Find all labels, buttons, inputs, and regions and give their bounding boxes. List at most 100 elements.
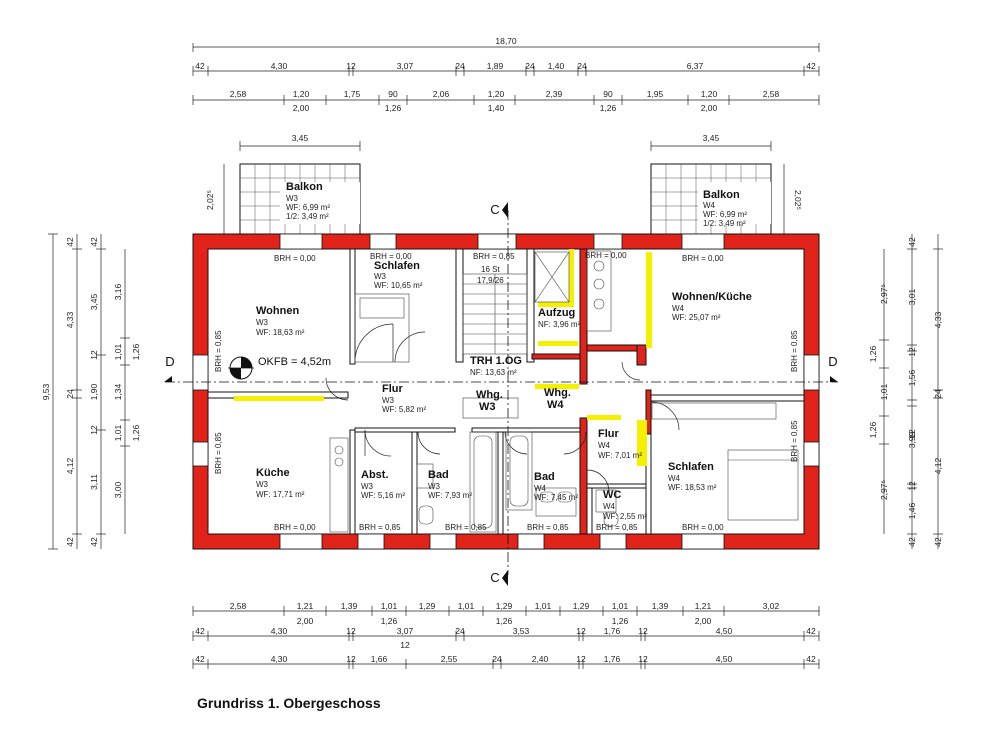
brh-label: BRH = 0,85	[214, 432, 223, 474]
dim-label: 12	[346, 626, 356, 636]
dim-label: 42	[195, 654, 205, 664]
room-area: NF: 13,63 m²	[470, 368, 517, 377]
dim-label: 3,16	[113, 283, 123, 300]
dim-label: 42	[907, 537, 917, 547]
dim-balcony-depth-left: 2,02⁵	[205, 190, 215, 210]
room-unit: W4	[598, 441, 611, 450]
room-name-abstellraum: Abst.	[361, 469, 389, 481]
dimension-chain-bottom: 2,58 1,21 1,39 1,01 1,29 1,01 1,29 1,01 …	[192, 601, 820, 669]
room-area: WF: 7,01 m²	[598, 451, 642, 460]
dim-label: 2,58	[763, 89, 780, 99]
room-area-half: 1/2: 3,49 m²	[286, 212, 329, 221]
brh-label: BRH = 0,00	[585, 251, 627, 260]
dim-label: 1,21	[297, 601, 314, 611]
dimension-chain-top: 18,70 42 4,30 12 3,07 24 1,89 24 1,40 24…	[192, 36, 820, 236]
dim-label: 24	[525, 61, 535, 71]
room-area-half: 1/2: 3,49 m²	[703, 219, 746, 228]
room-name-flur-w3: Flur	[382, 383, 403, 395]
room-name-aufzug: Aufzug	[538, 307, 575, 319]
dim-label: 2,00	[297, 616, 314, 626]
section-c-bottom: C	[490, 570, 499, 585]
apartment-label-w3: W3	[479, 401, 496, 413]
room-name-schlafen-w3: Schlafen	[374, 260, 420, 272]
dim-label: 1,01	[458, 601, 475, 611]
dim-label: 12	[907, 347, 917, 357]
dim-label: 12	[576, 626, 586, 636]
dim-label: 1,29	[419, 601, 436, 611]
dim-total-depth: 9,53	[41, 383, 51, 400]
dim-label: 2,97⁵	[879, 480, 889, 500]
dim-label: 12	[638, 626, 648, 636]
drawing-title: Grundriss 1. Obergeschoss	[197, 695, 381, 711]
dim-label: 1,29	[573, 601, 590, 611]
apartment-label-w3: Whg.	[476, 389, 503, 401]
dim-label: 12	[346, 654, 356, 664]
dim-label: 42	[65, 237, 75, 247]
dim-label: 1,40	[488, 103, 505, 113]
apartment-label-w4: Whg.	[544, 387, 571, 399]
dim-label: 3,45	[89, 293, 99, 310]
dim-label: 42	[806, 654, 816, 664]
dim-label: 4,12	[933, 457, 943, 474]
dimension-chain-right: 42 3,01 12 1,56 12 3,99 12 1,46 42 2,97⁵…	[868, 234, 943, 549]
brh-label: BRH = 0,85	[790, 420, 799, 462]
dim-label: 1,75	[344, 89, 361, 99]
room-unit: W4	[672, 304, 685, 313]
dim-label: 4,30	[271, 61, 288, 71]
dim-label: 3,53	[513, 626, 530, 636]
room-name-trh: TRH 1.OG	[470, 355, 522, 367]
dim-label: 2,39	[546, 89, 563, 99]
dim-label: 1,34	[113, 383, 123, 400]
dim-label: 1,01	[612, 601, 629, 611]
dim-balcony-left: 3,45	[292, 133, 309, 143]
room-area: NF: 3,96 m²	[538, 320, 581, 329]
dim-label: 12	[907, 429, 917, 439]
dim-label: 24	[65, 389, 75, 399]
dim-label: 24	[455, 61, 465, 71]
dim-label: 1,26	[868, 421, 878, 438]
room-name-wohnen: Wohnen	[256, 305, 299, 317]
dim-label: 4,30	[271, 654, 288, 664]
room-area: WF: 7,45 m²	[534, 493, 578, 502]
room-name-wc: WC	[603, 489, 621, 501]
dim-label: 1,01	[879, 383, 889, 400]
brh-label: BRH = 0,00	[274, 523, 316, 532]
dim-label: 12	[400, 640, 410, 650]
dim-label: 42	[806, 61, 816, 71]
dim-label: 1,20	[293, 89, 310, 99]
stair-steps: 16 St	[481, 265, 500, 274]
section-c-top: C	[490, 202, 499, 217]
dim-label: 42	[89, 537, 99, 547]
dim-label: 1,26	[381, 616, 398, 626]
dim-label: 42	[195, 626, 205, 636]
dim-label: 2,55	[441, 654, 458, 664]
room-area: WF: 10,65 m²	[374, 281, 423, 290]
dim-label: 1,66	[371, 654, 388, 664]
dim-label: 4,30	[271, 626, 288, 636]
brh-label: BRH = 0,85	[527, 523, 569, 532]
dim-balcony-right: 3,45	[703, 133, 720, 143]
dim-label: 2,58	[230, 89, 247, 99]
room-area: WF: 5,16 m²	[361, 491, 405, 500]
room-name: Balkon	[703, 189, 740, 201]
room-labels: BRH = 0,00 BRH = 0,00 BRH = 0,85 BRH = 0…	[214, 251, 799, 532]
dim-label: 3,07	[397, 626, 414, 636]
dimension-chain-left: 9,53 42 4,33 24 4,12 42 42 3,45 12 1,90 …	[41, 233, 141, 550]
dim-label: 2,00	[293, 103, 310, 113]
room-name-wohnen-kueche: Wohnen/Küche	[672, 291, 752, 303]
dim-label: 3,99	[907, 431, 917, 448]
doors	[325, 323, 680, 493]
dim-label: 4,50	[716, 654, 733, 664]
dim-label: 24	[455, 626, 465, 636]
room-area: WF: 6,99 m²	[286, 203, 330, 212]
dim-label: 1,26	[385, 103, 402, 113]
dim-label: 1,21	[695, 601, 712, 611]
dim-label: 1,01	[381, 601, 398, 611]
room-unit: W3	[286, 194, 299, 203]
section-d-left: D	[165, 354, 174, 369]
room-unit: W3	[382, 396, 395, 405]
dim-label: 1,39	[341, 601, 358, 611]
stair-ratio: 17,9/26	[477, 276, 504, 285]
room-unit: W4	[603, 502, 616, 511]
